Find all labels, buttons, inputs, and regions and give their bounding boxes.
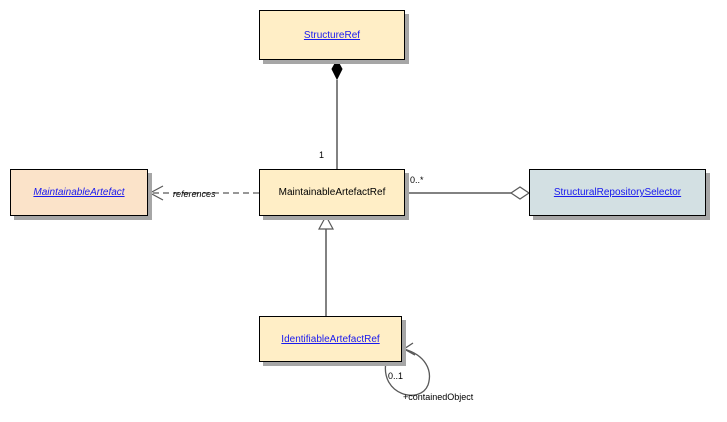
self-association-multiplicity: 0..1 — [388, 371, 404, 381]
self-association-role: +containedObject — [403, 392, 474, 402]
class-identifiable-artefact-ref[interactable]: IdentifiableArtefactRef — [259, 316, 402, 362]
class-name: MaintainableArtefactRef — [278, 187, 386, 198]
dependency-arrowhead-icon — [148, 185, 164, 201]
class-name-link[interactable]: StructuralRepositorySelector — [553, 187, 682, 198]
class-name-link[interactable]: MaintainableArtefact — [33, 187, 125, 198]
class-structure-ref[interactable]: StructureRef — [259, 10, 405, 60]
class-structural-repository-selector[interactable]: StructuralRepositorySelector — [529, 169, 706, 216]
dependency-label: references — [173, 189, 216, 199]
composition-diamond-icon — [331, 58, 343, 81]
class-name-link[interactable]: IdentifiableArtefactRef — [281, 333, 380, 345]
aggregation-multiplicity: 0..* — [410, 175, 424, 185]
self-association-arrowhead-icon — [402, 342, 416, 356]
class-name-link[interactable]: StructureRef — [303, 29, 361, 41]
composition-multiplicity: 1 — [319, 150, 325, 160]
aggregation-diamond-icon — [509, 186, 531, 200]
generalization-triangle-icon — [317, 214, 335, 230]
class-maintainable-artefact-ref[interactable]: MaintainableArtefactRef — [259, 169, 405, 216]
class-maintainable-artefact[interactable]: MaintainableArtefact — [10, 169, 148, 216]
self-association-line — [384, 348, 430, 396]
